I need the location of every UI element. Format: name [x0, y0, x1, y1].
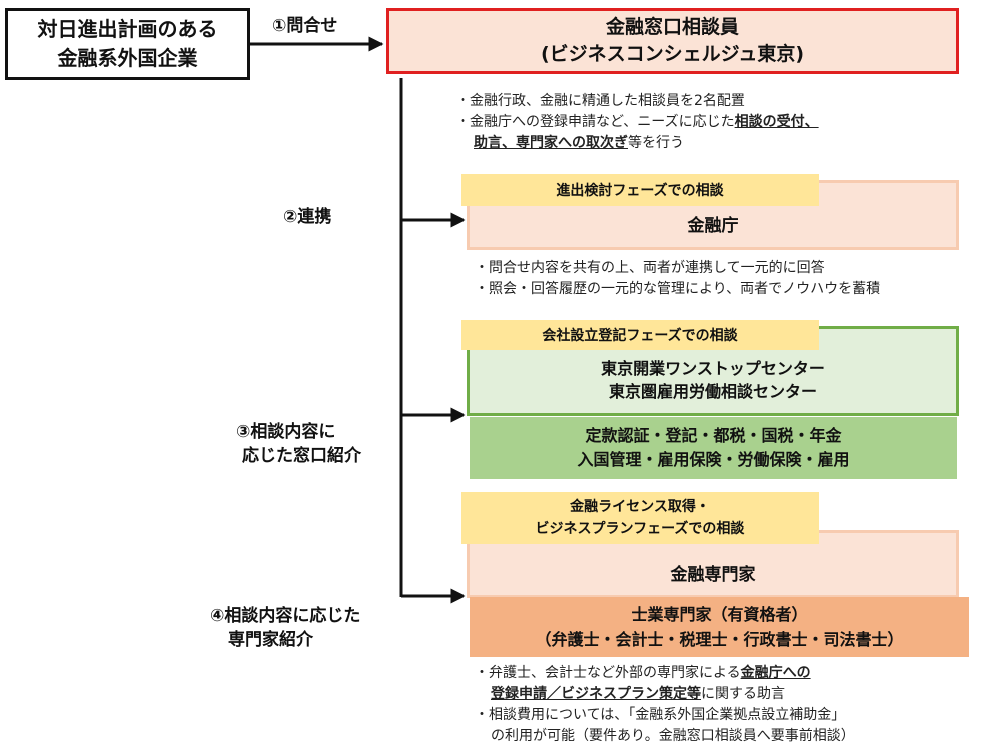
fsa-note-1: ・問合せ内容を共有の上、両者が連携して一元的に回答	[475, 260, 825, 276]
one-stop-line1: 東京開業ワンストップセンター	[601, 359, 825, 378]
step3-label: ③相談内容に 応じた窓口紹介	[236, 420, 361, 468]
expert-note-2: 登録申請／ビジネスプラン策定等に関する助言	[475, 684, 855, 705]
fsa-note-2: ・照会・回答履歴の一元的な管理により、両者でノウハウを蓄積	[475, 281, 881, 297]
one-stop-sub-line1: 定款認証・登記・都税・国税・年金	[585, 426, 842, 445]
one-stop-line2: 東京圏雇用労働相談センター	[608, 382, 817, 401]
phase3-tag: 金融ライセンス取得・ ビジネスプランフェーズでの相談	[461, 492, 819, 544]
desk-note-2-underlined: 相談の受付、	[734, 114, 819, 130]
step3-line1: ③相談内容に	[236, 422, 336, 442]
one-stop-services-box: 定款認証・登記・都税・国税・年金 入国管理・雇用保険・労働保険・雇用	[470, 417, 957, 479]
desk-note-3: 助言、専門家への取次ぎ等を行う	[456, 133, 819, 154]
step1-label: ①問合せ	[272, 16, 338, 36]
fsa-notes: ・問合せ内容を共有の上、両者が連携して一元的に回答 ・照会・回答履歴の一元的な管…	[475, 258, 880, 300]
step2-label: ②連携	[283, 207, 332, 227]
phase1-tag: 進出検討フェーズでの相談	[461, 174, 819, 206]
desk-notes: ・金融行政、金融に精通した相談員を2名配置 ・金融庁への登録申請など、ニーズに応…	[456, 91, 819, 154]
financial-desk-box: 金融窓口相談員 (ビジネスコンシェルジュ東京)	[386, 8, 959, 74]
phase3-line2: ビジネスプランフェーズでの相談	[535, 521, 745, 537]
step4-label: ④相談内容に応じた 専門家紹介	[210, 604, 360, 652]
phase3-line1: 金融ライセンス取得・	[570, 499, 710, 515]
expert-note-3: ・相談費用については、「金融系外国企業拠点設立補助金」	[475, 707, 846, 723]
desk-note-3-underlined: 助言、専門家への取次ぎ	[474, 135, 628, 151]
expert-note-2-underlined: 登録申請／ビジネスプラン策定等	[491, 686, 701, 702]
expert-note-2-text: に関する助言	[701, 686, 785, 702]
step3-line2: 応じた窓口紹介	[242, 446, 361, 466]
desk-note-2-text: ・金融庁への登録申請など、ニーズに応じた	[456, 114, 735, 130]
licensed-professionals-box: 士業専門家（有資格者） （弁護士・会計士・税理士・行政書士・司法書士）	[470, 597, 969, 657]
foreign-financial-company-box: 対日進出計画のある 金融系外国企業	[5, 8, 250, 80]
phase2-tag: 会社設立登記フェーズでの相談	[461, 320, 819, 350]
desk-line2: (ビジネスコンシェルジュ東京)	[540, 43, 805, 65]
expert-notes: ・弁護士、会計士など外部の専門家による金融庁への 登録申請／ビジネスプラン策定等…	[475, 663, 855, 747]
company-line2: 金融系外国企業	[57, 46, 198, 70]
expert-note-1-text: ・弁護士、会計士など外部の専門家による	[475, 665, 741, 681]
desk-note-3-text: 等を行う	[628, 135, 684, 151]
fsa-label: 金融庁	[687, 216, 739, 236]
shigyo-line1: 士業専門家（有資格者）	[631, 605, 808, 624]
one-stop-sub-line2: 入国管理・雇用保険・労働保険・雇用	[577, 450, 850, 469]
shigyo-line2: （弁護士・会計士・税理士・行政書士・司法書士）	[535, 630, 904, 649]
expert-note-1: ・弁護士、会計士など外部の専門家による金融庁への	[475, 663, 855, 684]
desk-line1: 金融窓口相談員	[605, 16, 739, 38]
desk-note-2: ・金融庁への登録申請など、ニーズに応じた相談の受付、	[456, 112, 819, 133]
desk-note-1: ・金融行政、金融に精通した相談員を2名配置	[456, 93, 745, 109]
expert-note-4: の利用が可能（要件あり。金融窓口相談員へ要事前相談）	[491, 728, 855, 744]
step4-line1: ④相談内容に応じた	[210, 606, 361, 626]
expert-note-1-underlined: 金融庁への	[740, 665, 811, 681]
experts-label: 金融専門家	[670, 565, 756, 585]
company-line1: 対日進出計画のある	[37, 17, 218, 41]
step4-line2: 専門家紹介	[228, 630, 313, 650]
